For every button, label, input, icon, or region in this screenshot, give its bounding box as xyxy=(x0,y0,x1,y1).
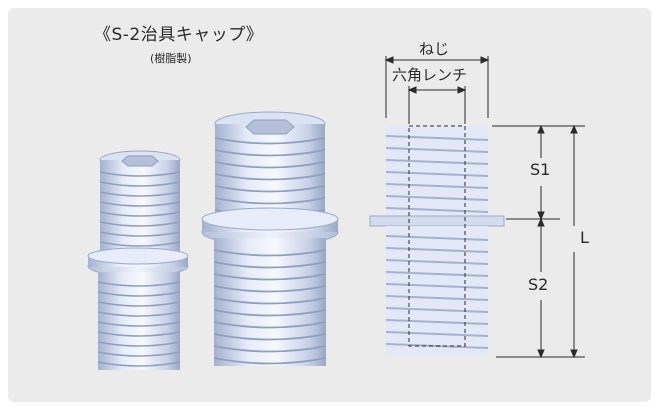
cross-section-cap-illustration xyxy=(369,125,505,356)
s2-dimension-label: S2 xyxy=(528,275,549,294)
dimension-lines xyxy=(384,56,585,359)
hex-wrench-dimension-label: 六角レンチ xyxy=(392,66,468,84)
product-title: 《S-2治具キャップ》 xyxy=(94,25,264,45)
s1-dimension-label: S1 xyxy=(530,160,551,179)
material-note: (樹脂製) xyxy=(150,52,192,65)
large-cap-illustration xyxy=(201,111,339,366)
thread-dimension-label: ねじ xyxy=(419,40,450,58)
length-dimension-label: L xyxy=(580,228,589,247)
small-cap-illustration xyxy=(87,150,189,370)
